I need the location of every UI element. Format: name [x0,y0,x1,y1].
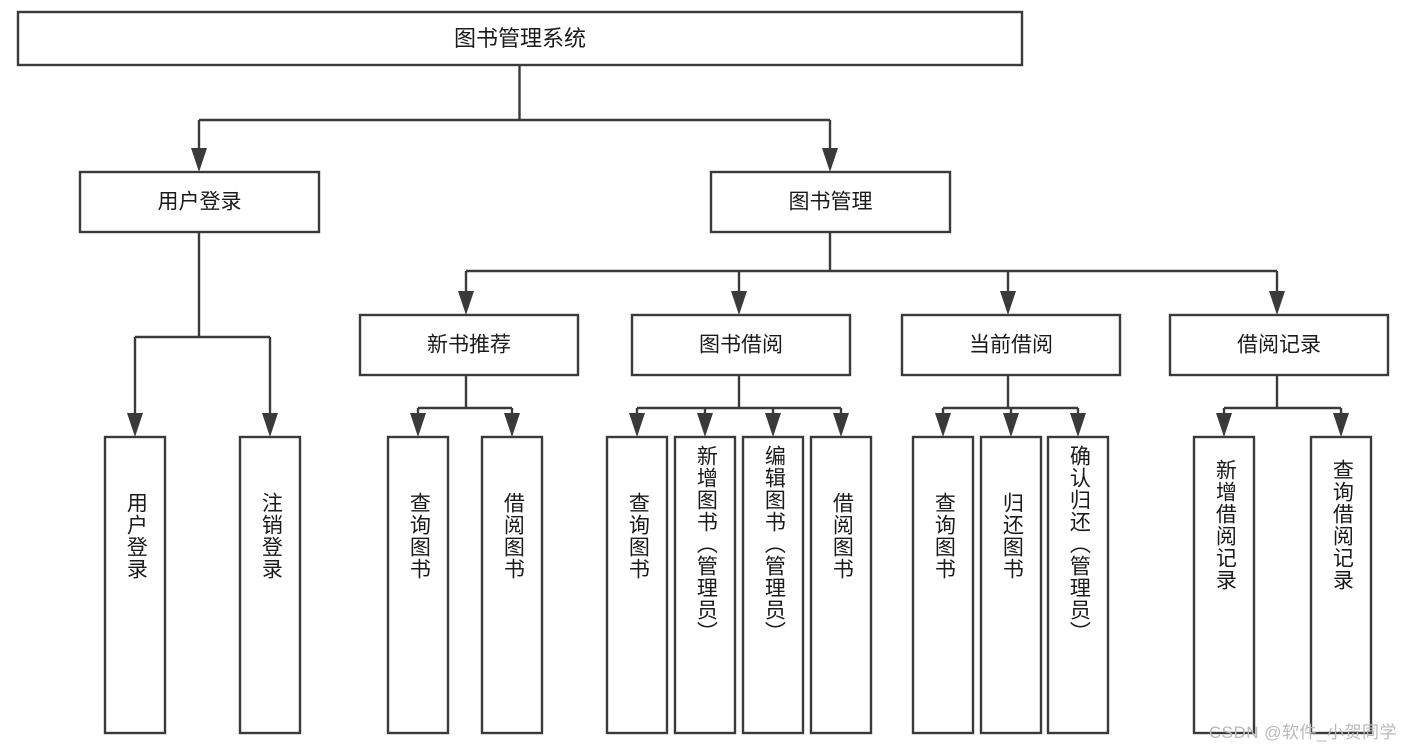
arrowhead-borrowrecord-leaf2 [1333,413,1349,437]
arrowhead-currentborrow-leaf2 [1003,413,1019,437]
node-current-borrow-label: 当前借阅 [969,334,1053,357]
node-new-book-recommend-box[interactable] [358,313,580,377]
node-book-management[interactable]: 图书管理 [709,170,952,234]
arrowhead-bookmgmt [822,148,838,172]
leaf-box-new-book-recommend-1[interactable] [480,435,544,735]
connectors [127,65,1349,437]
arrowhead-userlogin [191,148,207,172]
node-current-borrow[interactable]: 当前借阅 [900,313,1122,377]
node-new-book-recommend[interactable]: 新书推荐 [358,313,580,377]
arrowhead-currentborrow-leaf3 [1070,413,1086,437]
arrowhead-borrow-record [1269,291,1285,315]
node-root-box[interactable] [16,10,1024,67]
leaf-box-current-borrow-2[interactable] [1046,435,1110,735]
node-user-login-label: 用户登录 [158,191,242,214]
leaf-box-book-borrow-2[interactable] [741,435,805,735]
node-book-management-label: 图书管理 [789,191,873,214]
arrowhead-bookborrow-leaf2 [697,413,713,437]
leaf-box-borrow-record-1[interactable] [1309,435,1373,735]
leaf-box-user-login-1[interactable] [238,435,302,735]
arrowhead-new-book-recommend [458,291,474,315]
leaf-box-book-borrow-3[interactable] [809,435,873,735]
leaf-box-borrow-record-0[interactable] [1192,435,1256,735]
node-root-label: 图书管理系统 [454,26,586,51]
node-new-book-recommend-label: 新书推荐 [427,334,511,357]
node-borrow-record-box[interactable] [1168,313,1390,377]
node-borrow-record[interactable]: 借阅记录 [1168,313,1390,377]
leaf-box-current-borrow-1[interactable] [979,435,1043,735]
arrowhead-borrowrecord-leaf1 [1216,413,1232,437]
leaf-box-new-book-recommend-0[interactable] [386,435,450,735]
node-book-management-box[interactable] [709,170,952,234]
arrowhead-newbook-leaf1 [410,413,426,437]
node-book-borrow-box[interactable] [630,313,852,377]
leaf-box-user-login-0[interactable] [103,435,167,735]
leaf-box-book-borrow-1[interactable] [673,435,737,735]
arrowhead-bookborrow-leaf4 [833,413,849,437]
arrowhead-current-borrow [1000,291,1016,315]
arrowhead-bookborrow-leaf1 [629,413,645,437]
arrowhead-bookborrow-leaf3 [765,413,781,437]
arrowhead-leaf-user-logout [262,413,278,437]
arrowhead-currentborrow-leaf1 [935,413,951,437]
node-root[interactable]: 图书管理系统 [16,10,1024,67]
node-borrow-record-label: 借阅记录 [1237,334,1321,357]
arrowhead-newbook-leaf2 [504,413,520,437]
node-book-borrow[interactable]: 图书借阅 [630,313,852,377]
leaf-box-current-borrow-0[interactable] [911,435,975,735]
node-user-login[interactable]: 用户登录 [78,170,321,234]
node-book-borrow-label: 图书借阅 [699,334,783,357]
arrowhead-leaf-user-login [127,413,143,437]
node-current-borrow-box[interactable] [900,313,1122,377]
node-user-login-box[interactable] [78,170,321,234]
arrowhead-book-borrow [731,291,747,315]
csdn-watermark: CSDN @软件_小贺同学 [1208,723,1397,742]
leaf-box-book-borrow-0[interactable] [605,435,669,735]
